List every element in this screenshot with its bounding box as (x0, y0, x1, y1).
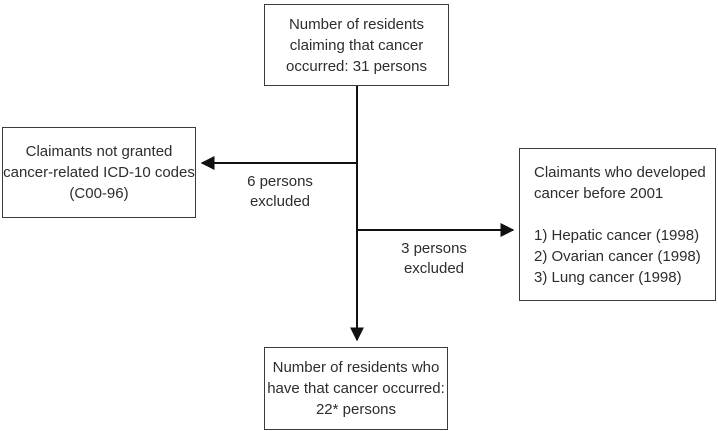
node-residents-final-count: Number of residents who have that cancer… (264, 347, 448, 430)
edge-label-6-persons-excluded: 6 persons excluded (215, 172, 345, 212)
node-text-line: Claimants who developed (534, 163, 706, 181)
node-cancer-before-2001: Claimants who developed cancer before 20… (519, 148, 716, 301)
node-text-line: occurred: 31 persons (286, 57, 427, 75)
node-residents-claiming: Number of residents claiming that cancer… (264, 4, 449, 86)
node-text-line: claiming that cancer (289, 36, 424, 54)
node-text-line: (C00-96) (69, 185, 129, 202)
node-text-line: cancer-related ICD-10 codes (3, 164, 195, 181)
node-text-line: cancer before 2001 (534, 184, 664, 202)
edge-label-line: excluded (249, 193, 311, 210)
node-claimants-not-granted: Claimants not granted cancer-related ICD… (2, 127, 196, 218)
node-text-line: Number of residents (288, 15, 425, 33)
cancer-case-list: 1) Hepatic cancer (1998) 2) Ovarian canc… (534, 225, 701, 288)
cancer-case-item: 1) Hepatic cancer (1998) (534, 226, 700, 244)
cancer-case-item: 3) Lung cancer (1998) (534, 268, 682, 286)
edge-label-line: excluded (403, 260, 465, 277)
node-text-line: 22* persons (315, 401, 397, 418)
node-text-line: Number of residents who (272, 359, 440, 376)
edge-label-3-persons-excluded: 3 persons excluded (369, 239, 499, 279)
edge-label-line: 6 persons (247, 173, 313, 190)
cancer-case-item: 2) Ovarian cancer (1998) (534, 247, 701, 265)
node-text-line: Claimants not granted (25, 143, 173, 160)
node-text-line: have that cancer occurred: (267, 380, 445, 397)
edge-label-line: 3 persons (401, 240, 467, 257)
